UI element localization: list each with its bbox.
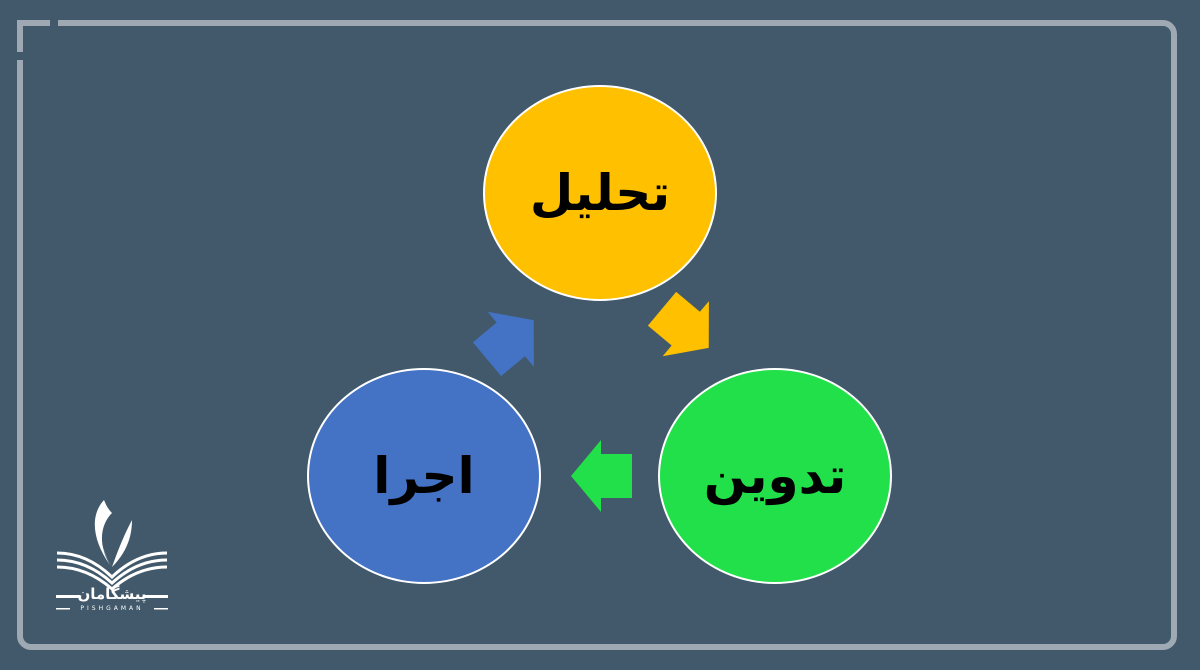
logo-name-fa: پیشگامان	[77, 585, 147, 603]
node-analysis: تحلیل	[483, 85, 717, 301]
logo-name-en: PISHGAMAN	[80, 605, 144, 612]
frame-gap	[15, 52, 25, 60]
arrow-analysis-to-compile	[647, 291, 709, 357]
arrow-execute-to-analysis	[472, 311, 534, 377]
node-compile: تدوین	[658, 368, 892, 584]
frame-gap	[50, 18, 58, 28]
node-label: اجرا	[373, 447, 475, 505]
arrow-compile-to-execute	[571, 440, 632, 512]
node-label: تحلیل	[529, 164, 671, 222]
pishgaman-logo-icon	[56, 500, 168, 610]
node-label: تدوین	[703, 447, 847, 505]
node-execute: اجرا	[307, 368, 541, 584]
frame-border	[17, 20, 1177, 650]
